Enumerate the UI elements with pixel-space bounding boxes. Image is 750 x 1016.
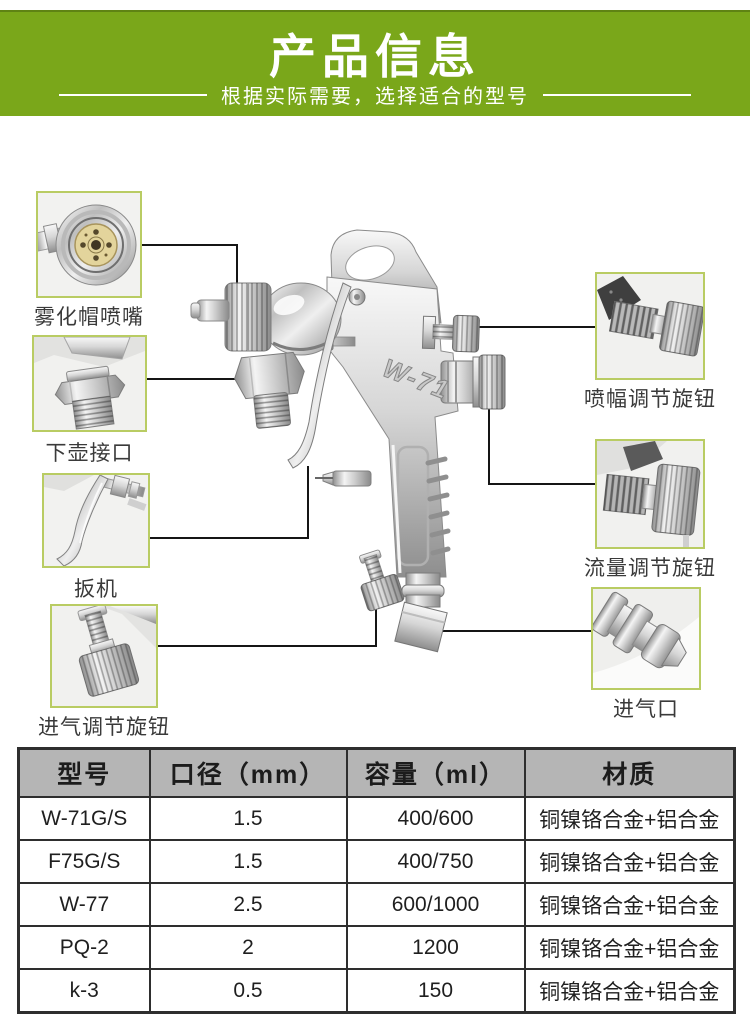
spec-table: 型号 口径（mm） 容量（ml） 材质 W-71G/S 1.5 400/600 … — [17, 747, 736, 1014]
lower-cup-connector-photo — [32, 335, 147, 432]
cell-capacity: 600/1000 — [345, 882, 526, 927]
table-row: PQ-2 2 1200 铜镍铬合金+铝合金 — [17, 925, 736, 970]
col-header-material: 材质 — [523, 747, 736, 798]
callout-label: 下壶接口 — [45, 442, 134, 465]
connector-line-air-cap — [142, 244, 238, 246]
callout-air-cap-nozzle: 雾化帽喷嘴 — [34, 191, 143, 329]
cell-capacity: 400/600 — [345, 796, 526, 841]
cell-caliber: 1.5 — [148, 796, 348, 841]
flow-knob — [440, 354, 506, 410]
spray-width-adjust-knob-photo — [595, 272, 705, 380]
connector-line-flow-knob-drop — [488, 404, 490, 485]
callout-label: 扳机 — [74, 578, 118, 601]
callout-label: 雾化帽喷嘴 — [34, 306, 144, 329]
cell-capacity: 150 — [345, 968, 526, 1014]
connector-line-trigger — [150, 537, 309, 539]
spray-gun-illustration: W-71 — [190, 229, 506, 653]
cell-model: W-71G/S — [17, 796, 151, 841]
cell-material: 铜镍铬合金+铝合金 — [523, 925, 736, 970]
connector-line-flow-knob — [488, 483, 595, 485]
table-row: k-3 0.5 150 铜镍铬合金+铝合金 — [17, 968, 736, 1014]
flow-adjust-knob-photo — [595, 439, 705, 549]
cell-caliber: 0.5 — [148, 968, 348, 1014]
table-row: W-77 2.5 600/1000 铜镍铬合金+铝合金 — [17, 882, 736, 927]
trigger-blade — [287, 282, 352, 469]
air-inlet-fitting — [394, 572, 448, 653]
cell-capacity: 1200 — [345, 925, 526, 970]
callout-spray-width-adjust-knob: 喷幅调节旋钮 — [584, 272, 715, 411]
page-subtitle: 根据实际需要，选择适合的型号 — [221, 86, 529, 108]
page-subtitle-row: 根据实际需要，选择适合的型号 — [0, 80, 750, 109]
col-header-caliber: 口径（mm） — [148, 747, 348, 798]
page-title: 产品信息 — [269, 30, 481, 83]
nozzle-tip — [196, 299, 230, 322]
divider-line-left — [59, 93, 207, 96]
connector-line-air-intake-rise — [375, 604, 377, 647]
connector-line-air-intake-knob — [158, 645, 377, 647]
air-inlet-photo — [591, 587, 701, 690]
connector-line-spray-width-knob — [478, 326, 595, 328]
air-adjust-knob — [359, 549, 405, 612]
cell-material: 铜镍铬合金+铝合金 — [523, 796, 736, 841]
divider-line-right — [543, 93, 691, 96]
spray-width-knob — [421, 314, 480, 353]
cell-model: F75G/S — [17, 839, 151, 884]
callout-air-intake-adjust-knob: 进气调节旋钮 — [38, 604, 169, 739]
callout-label: 进气口 — [613, 698, 679, 721]
col-header-model: 型号 — [17, 747, 151, 798]
air-intake-adjust-knob-photo — [50, 604, 158, 708]
fluid-connector — [234, 351, 305, 429]
header-banner: 产品信息 根据实际需要，选择适合的型号 — [0, 10, 750, 116]
cell-capacity: 400/750 — [345, 839, 526, 884]
trigger-photo — [42, 473, 150, 568]
connector-line-air-cap-drop — [236, 244, 238, 288]
table-row: F75G/S 1.5 400/750 铜镍铬合金+铝合金 — [17, 839, 736, 884]
cell-caliber: 2.5 — [148, 882, 348, 927]
connector-line-air-inlet — [437, 630, 591, 632]
cell-material: 铜镍铬合金+铝合金 — [523, 968, 736, 1014]
cell-material: 铜镍铬合金+铝合金 — [523, 882, 736, 927]
cell-material: 铜镍铬合金+铝合金 — [523, 839, 736, 884]
spec-table-header-row: 型号 口径（mm） 容量（ml） 材质 — [17, 747, 736, 798]
connector-line-lower-cup — [147, 378, 255, 380]
callout-trigger: 扳机 — [42, 473, 150, 601]
callout-label: 喷幅调节旋钮 — [584, 388, 716, 411]
callout-air-inlet: 进气口 — [591, 587, 701, 721]
handle-panel — [396, 445, 430, 567]
air-cap-nozzle-photo — [36, 191, 142, 298]
callout-label: 流量调节旋钮 — [584, 557, 716, 580]
callout-flow-adjust-knob: 流量调节旋钮 — [584, 439, 715, 580]
cell-model: PQ-2 — [17, 925, 151, 970]
col-header-capacity: 容量（ml） — [345, 747, 526, 798]
table-row: W-71G/S 1.5 400/600 铜镍铬合金+铝合金 — [17, 796, 736, 841]
cell-caliber: 2 — [148, 925, 348, 970]
cell-model: W-77 — [17, 882, 151, 927]
callout-lower-cup-connector: 下壶接口 — [32, 335, 147, 465]
cell-model: k-3 — [17, 968, 151, 1014]
connector-line-trigger-rise — [307, 466, 309, 539]
callout-label: 进气调节旋钮 — [38, 716, 170, 739]
cell-caliber: 1.5 — [148, 839, 348, 884]
